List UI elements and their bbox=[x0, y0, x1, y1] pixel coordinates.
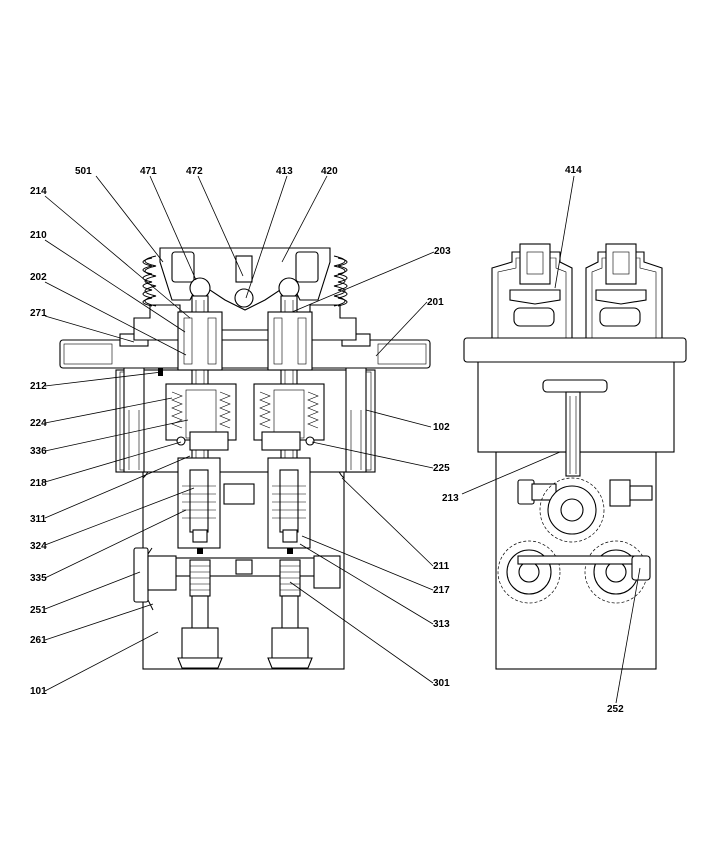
upper-casing bbox=[115, 369, 376, 473]
callout-420: 420 bbox=[321, 166, 338, 177]
plug-right bbox=[267, 311, 313, 371]
callout-413: 413 bbox=[276, 166, 293, 177]
callout-414: 414 bbox=[565, 165, 582, 176]
callout-218: 218 bbox=[30, 478, 47, 489]
callout-471: 471 bbox=[140, 166, 157, 177]
port-base-right bbox=[271, 627, 309, 659]
callout-201: 201 bbox=[427, 297, 444, 308]
boot-right bbox=[337, 257, 348, 307]
side-plate bbox=[463, 337, 687, 363]
cover-plate bbox=[59, 339, 431, 369]
callout-301: 301 bbox=[433, 678, 450, 689]
callout-211: 211 bbox=[433, 561, 450, 572]
section-view bbox=[59, 247, 431, 670]
side-bolt bbox=[565, 391, 581, 477]
disc-471-left bbox=[189, 277, 211, 299]
callout-336: 336 bbox=[30, 446, 47, 457]
callout-210: 210 bbox=[30, 230, 47, 241]
callout-335: 335 bbox=[30, 573, 47, 584]
callout-271: 271 bbox=[30, 308, 47, 319]
callout-313: 313 bbox=[433, 619, 450, 630]
callout-202: 202 bbox=[30, 272, 47, 283]
callout-213: 213 bbox=[442, 493, 459, 504]
joint-pin-413 bbox=[234, 288, 254, 308]
callout-472: 472 bbox=[186, 166, 203, 177]
callout-203: 203 bbox=[434, 246, 451, 257]
callout-251: 251 bbox=[30, 605, 47, 616]
callout-labels: 501 471 472 413 420 214 210 202 271 212 … bbox=[30, 165, 624, 715]
leader-lines bbox=[44, 175, 641, 704]
callout-214: 214 bbox=[30, 186, 47, 197]
callout-225: 225 bbox=[433, 463, 450, 474]
callout-252: 252 bbox=[607, 704, 624, 715]
disc-471-right bbox=[278, 277, 300, 299]
port-fitting-left bbox=[147, 555, 177, 591]
callout-224: 224 bbox=[30, 418, 47, 429]
callout-212: 212 bbox=[30, 381, 47, 392]
callout-261: 261 bbox=[30, 635, 47, 646]
callout-101: 101 bbox=[30, 686, 47, 697]
boot-left bbox=[142, 257, 153, 307]
spring-chamber-right bbox=[253, 383, 325, 441]
port-base-left bbox=[181, 627, 219, 659]
callout-311: 311 bbox=[30, 514, 47, 525]
port-fitting-right bbox=[313, 555, 341, 589]
callout-501: 501 bbox=[75, 166, 92, 177]
spool-left bbox=[189, 469, 209, 533]
side-view bbox=[463, 243, 687, 670]
spool-right bbox=[279, 469, 299, 533]
centre-port bbox=[223, 483, 255, 505]
callout-102: 102 bbox=[433, 422, 450, 433]
port-plug-left bbox=[133, 547, 149, 603]
callout-217: 217 bbox=[433, 585, 450, 596]
callout-324: 324 bbox=[30, 541, 47, 552]
spring-chamber-left bbox=[165, 383, 237, 441]
plug-left bbox=[177, 311, 223, 371]
